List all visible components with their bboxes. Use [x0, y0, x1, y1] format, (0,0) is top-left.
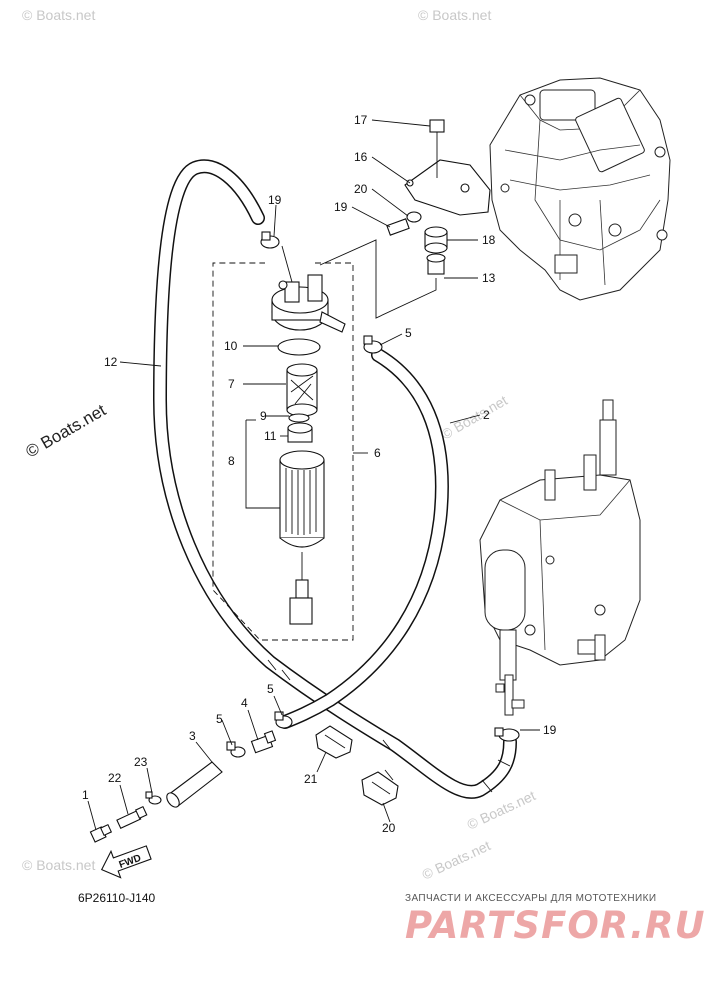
clamp-5-top [363, 335, 383, 354]
callout-19-top: 19 [268, 193, 282, 207]
ring-10 [288, 413, 310, 423]
callout-17: 20 [354, 182, 368, 196]
diagram-code: 6P26110-J140 [78, 891, 156, 905]
joint-22 [116, 805, 148, 830]
grommet-14 [424, 226, 448, 254]
clamp-19-right [494, 727, 520, 742]
callout-22: 22 [108, 771, 122, 785]
vapor-separator [479, 399, 641, 716]
joint-4 [250, 730, 277, 754]
callout-20: 21 [304, 772, 318, 786]
callout-18: 12 [104, 355, 118, 369]
holder-20 [315, 725, 353, 759]
filter-element-7 [286, 363, 318, 417]
brand-tagline: ЗАПЧАСТИ И АКСЕССУАРЫ ДЛЯ МОТОТЕХНИКИ [405, 893, 657, 904]
clamp-5-lower-right [274, 711, 293, 729]
callout-21-label: 20 [382, 821, 396, 835]
watermark: © Boats.net [439, 392, 511, 443]
clamp-23 [145, 791, 162, 805]
watermark: © Boats.net [418, 7, 491, 23]
watermark: © Boats.net [420, 837, 493, 883]
callout-16: 19 [334, 200, 348, 214]
o-ring-11 [277, 338, 321, 356]
watermark: © Boats.net [22, 7, 95, 23]
callout-9: 11 [264, 429, 277, 443]
callout-labels: 17 16 20 19 19 18 13 5 10 12 7 9 2 11 8 … [82, 113, 557, 802]
callout-23: 23 [134, 755, 148, 769]
leader-lines [87, 119, 540, 831]
bracket-12 [404, 159, 491, 216]
callout-5-mid: 5 [267, 682, 274, 696]
washer-17 [406, 211, 422, 223]
fwd-arrow-icon: FWD [100, 845, 152, 879]
callout-19-right: 19 [543, 723, 557, 737]
float-9 [287, 422, 313, 443]
bolt-16 [386, 218, 410, 236]
callout-1: 1 [82, 788, 89, 802]
hose-3 [166, 761, 223, 808]
bolt-1 [89, 823, 113, 843]
callout-5-left: 5 [216, 712, 223, 726]
callout-3: 3 [189, 729, 196, 743]
callout-4: 4 [241, 696, 248, 710]
watermark: © Boats.net [22, 857, 95, 873]
callout-7: 7 [228, 377, 235, 391]
engine-block-top [489, 77, 671, 301]
callout-14: 18 [482, 233, 496, 247]
collar-15 [426, 253, 446, 275]
callout-12: 16 [354, 150, 368, 164]
holder-21 [361, 771, 399, 806]
callout-6: 6 [374, 446, 381, 460]
fuel-filter-head [271, 274, 346, 333]
filter-cup-8 [279, 450, 325, 625]
clamp-19-top [260, 231, 280, 249]
callout-8: 8 [228, 454, 235, 468]
watermark-large: © Boats.net [23, 400, 110, 461]
filter-assembly-boundary [212, 262, 354, 641]
callout-13: 17 [354, 113, 368, 127]
callout-10: 9 [260, 409, 267, 423]
callout-5-top: 5 [405, 326, 412, 340]
callout-11: 10 [224, 339, 238, 353]
brand-logo[interactable]: PARTSFOR.RU [405, 904, 706, 947]
callout-2: 2 [483, 408, 490, 422]
clamp-5-lower-left [226, 741, 246, 758]
callout-15: 13 [482, 271, 496, 285]
